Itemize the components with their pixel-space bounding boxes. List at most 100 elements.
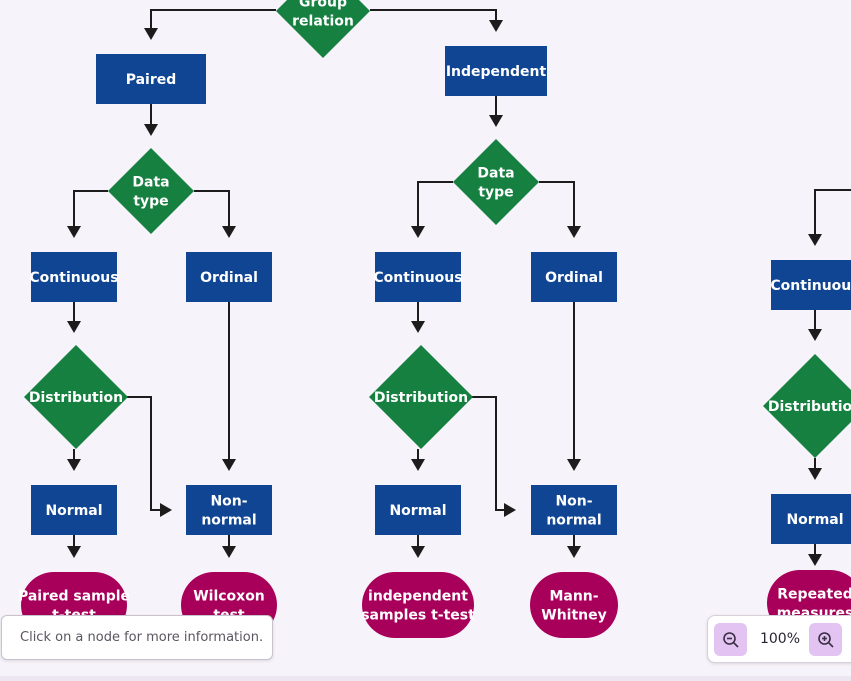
node-nonnorm2[interactable]: Non-normal bbox=[531, 485, 617, 535]
node-label: normal bbox=[546, 513, 601, 529]
node-independent[interactable]: Independent bbox=[445, 46, 547, 96]
edge-ord1-to-nonnorm1 bbox=[222, 302, 236, 471]
arrowhead bbox=[160, 503, 172, 517]
node-label: independent bbox=[368, 589, 468, 605]
edge-cont3-to-dist3 bbox=[808, 310, 822, 341]
decision-shape bbox=[453, 139, 539, 225]
edge-dt2-to-ord2 bbox=[539, 181, 581, 238]
process-shape bbox=[771, 494, 851, 544]
zoom-controls: 100% bbox=[707, 615, 851, 663]
node-label: Continuous bbox=[770, 278, 851, 294]
node-cont2[interactable]: Continuous bbox=[373, 252, 463, 302]
node-nonnorm1[interactable]: Non-normal bbox=[186, 485, 272, 535]
arrowhead bbox=[567, 459, 581, 471]
node-label: Continuous bbox=[29, 270, 118, 286]
process-shape bbox=[186, 485, 272, 535]
edge-cont2-to-dist2 bbox=[411, 302, 425, 333]
node-label: Normal bbox=[786, 512, 843, 528]
arrowhead bbox=[567, 226, 581, 238]
node-label: Repeated bbox=[777, 587, 851, 603]
arrowhead bbox=[489, 115, 503, 127]
decision-shape bbox=[763, 354, 851, 458]
node-norm2[interactable]: Normal bbox=[375, 485, 461, 535]
node-label: Distribution bbox=[29, 390, 123, 406]
edge-dist1-to-norm1 bbox=[67, 449, 81, 471]
node-label: normal bbox=[201, 513, 256, 529]
arrowhead bbox=[411, 459, 425, 471]
process-shape bbox=[771, 260, 851, 310]
edge-group-to-paired bbox=[144, 9, 276, 40]
node-label: Continuous bbox=[373, 270, 462, 286]
zoom-out-button[interactable] bbox=[714, 623, 747, 656]
node-label: type bbox=[478, 185, 513, 201]
terminal-shape bbox=[530, 572, 618, 638]
node-cont3[interactable]: Continuous bbox=[770, 260, 851, 310]
arrowhead bbox=[67, 321, 81, 333]
arrowhead bbox=[808, 234, 822, 246]
node-label: Normal bbox=[389, 503, 446, 519]
process-shape bbox=[375, 485, 461, 535]
arrowhead bbox=[222, 546, 236, 558]
node-norm3[interactable]: Normal bbox=[771, 494, 851, 544]
edge-nonnorm1-to-wilcoxon bbox=[222, 535, 236, 558]
arrowhead bbox=[489, 20, 503, 32]
process-shape bbox=[531, 252, 617, 302]
info-panel: Click on a node for more information. bbox=[1, 615, 273, 660]
arrowhead bbox=[411, 546, 425, 558]
process-shape bbox=[375, 252, 461, 302]
node-label: Distribution bbox=[374, 390, 468, 406]
decision-shape bbox=[24, 345, 128, 449]
node-label: Paired bbox=[126, 72, 177, 88]
arrowhead bbox=[567, 546, 581, 558]
node-label: Whitney bbox=[541, 608, 607, 624]
info-text: Click on a node for more information. bbox=[20, 630, 264, 645]
node-cont1[interactable]: Continuous bbox=[29, 252, 119, 302]
edge-offscreen-connector bbox=[808, 189, 851, 246]
node-ord1[interactable]: Ordinal bbox=[186, 252, 272, 302]
node-label: Wilcoxon bbox=[193, 589, 265, 605]
node-label: Paired sample bbox=[18, 589, 130, 605]
node-paired[interactable]: Paired bbox=[96, 54, 206, 104]
arrowhead bbox=[222, 226, 236, 238]
arrowhead bbox=[144, 28, 158, 40]
node-mann[interactable]: Mann-Whitney bbox=[530, 572, 618, 638]
edge-layer bbox=[67, 9, 851, 566]
edge-dist3-to-norm3 bbox=[808, 458, 822, 480]
node-label: Non- bbox=[210, 494, 247, 510]
process-shape bbox=[96, 54, 206, 104]
zoom-in-button[interactable] bbox=[809, 623, 842, 656]
process-shape bbox=[531, 485, 617, 535]
arrowhead bbox=[67, 546, 81, 558]
arrowhead bbox=[67, 226, 81, 238]
zoom-level: 100% bbox=[759, 631, 801, 647]
node-dist3[interactable]: Distribution bbox=[763, 354, 851, 458]
process-shape bbox=[31, 252, 117, 302]
node-indep_t[interactable]: independent samples t-test bbox=[361, 572, 475, 638]
node-label: samples t-test bbox=[361, 608, 475, 624]
edge-dt2-to-cont2 bbox=[411, 181, 453, 238]
process-shape bbox=[186, 252, 272, 302]
edge-dt1-to-ord1 bbox=[194, 190, 236, 238]
node-norm1[interactable]: Normal bbox=[31, 485, 117, 535]
arrowhead bbox=[504, 503, 516, 517]
node-label: Group bbox=[299, 0, 347, 11]
decision-shape bbox=[276, 0, 370, 58]
arrowhead bbox=[144, 124, 158, 136]
node-ord2[interactable]: Ordinal bbox=[531, 252, 617, 302]
decision-shape bbox=[369, 345, 473, 449]
node-dist2[interactable]: Distribution bbox=[369, 345, 473, 449]
arrowhead bbox=[67, 459, 81, 471]
node-dist1[interactable]: Distribution bbox=[24, 345, 128, 449]
arrowhead bbox=[222, 459, 236, 471]
edge-cont1-to-dist1 bbox=[67, 302, 81, 333]
edge-norm2-to-indep_t bbox=[411, 535, 425, 558]
edge-dist2-to-nonnorm2 bbox=[469, 396, 516, 517]
edge-ord2-to-nonnorm2 bbox=[567, 302, 581, 471]
edge-paired-to-dt1 bbox=[144, 104, 158, 136]
